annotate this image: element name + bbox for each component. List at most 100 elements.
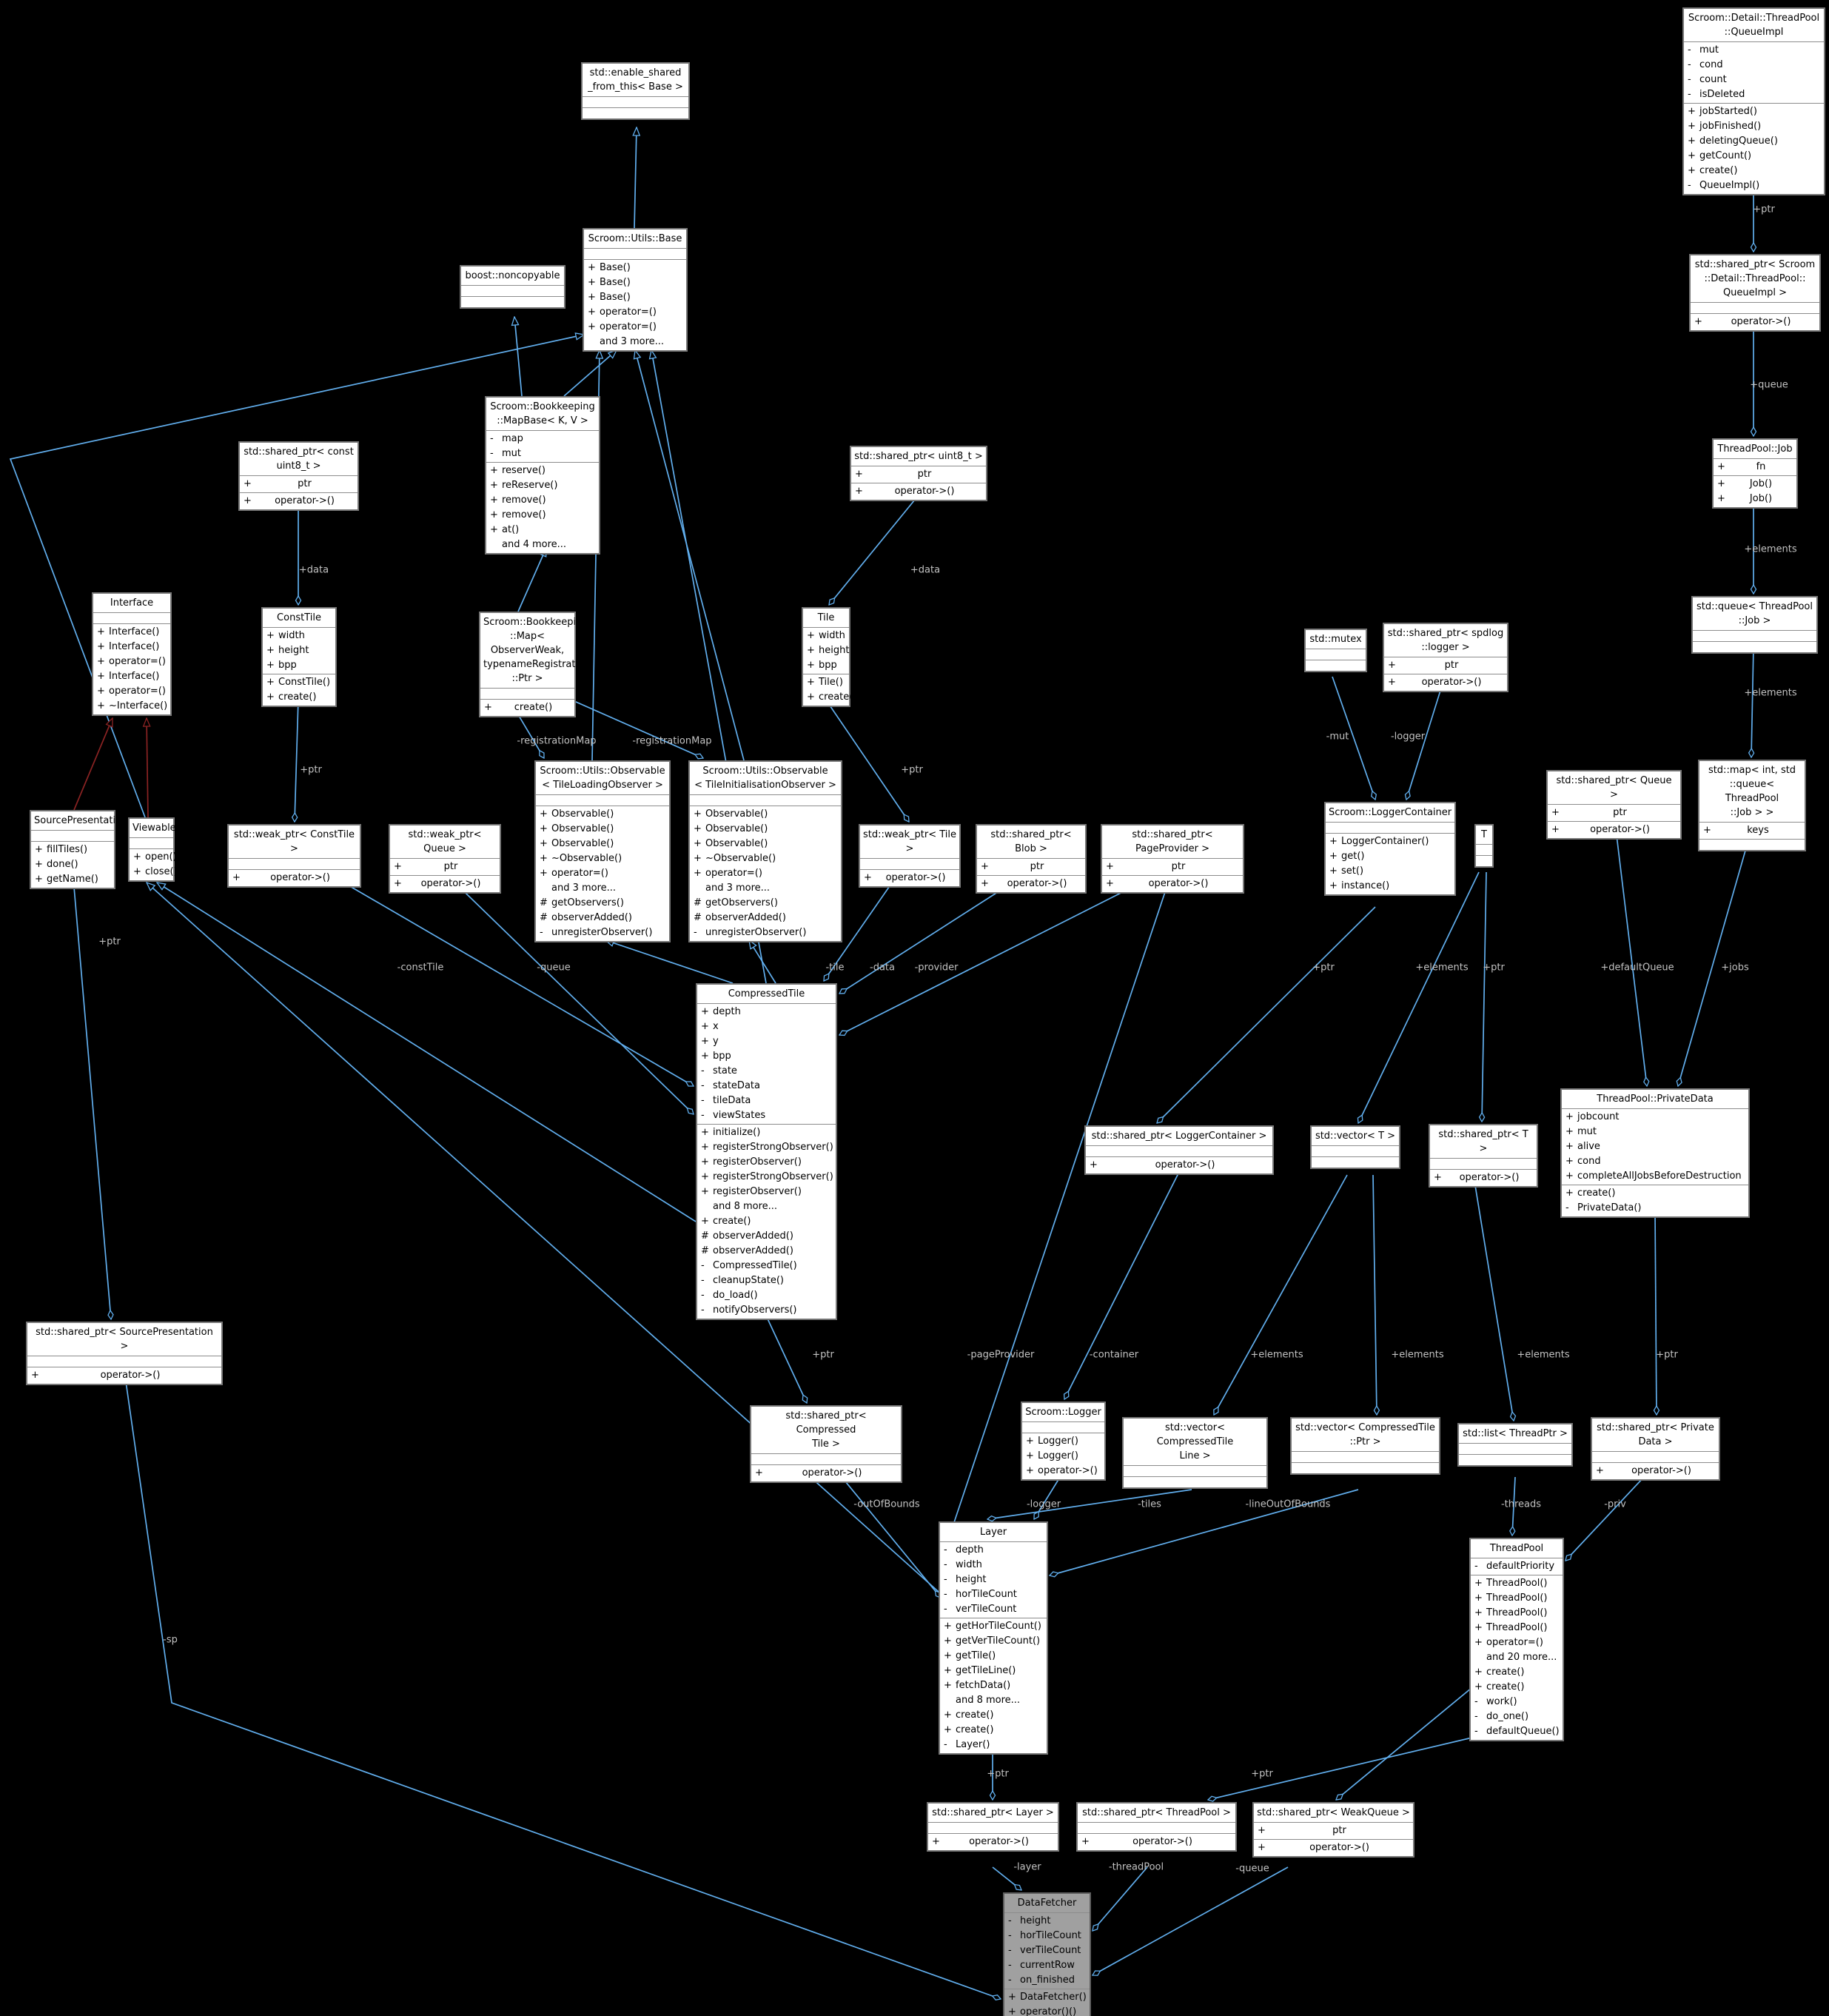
class-vec-ctptr[interactable]: std::vector< CompressedTile ::Ptr > xyxy=(1290,1417,1440,1475)
class-methods-compartment: +operator->() xyxy=(1254,1839,1413,1856)
class-sp-queueimpl[interactable]: std::shared_ptr< Scroom ::Detail::Thread… xyxy=(1689,254,1821,332)
aggregation-edge xyxy=(1093,1866,1289,1975)
method-row: +getVerTileCount() xyxy=(944,1635,1041,1647)
inheritance-edge xyxy=(563,350,617,397)
class-bk-map[interactable]: Scroom::Bookkeeping ::Map< ObserverWeak,… xyxy=(479,612,590,717)
class-title: Scroom::Utils::Base xyxy=(588,233,682,244)
attribute-row: +ptr xyxy=(1258,1825,1346,1836)
class-vector-t[interactable]: std::vector< T > xyxy=(1310,1125,1400,1169)
class-privatedata[interactable]: ThreadPool::PrivateData+jobcount+mut+ali… xyxy=(1560,1088,1750,1218)
class-sp-const-uint8[interactable]: std::shared_ptr< const uint8_t >+ptr+ope… xyxy=(238,441,359,511)
class-methods-compartment: +Logger()+Logger()+operator->() xyxy=(1022,1433,1104,1479)
class-sp-srcpres[interactable]: std::shared_ptr< SourcePresentation >+op… xyxy=(26,1322,223,1385)
class-sp-privatedata[interactable]: std::shared_ptr< Private Data >+operator… xyxy=(1591,1417,1720,1481)
class-base[interactable]: Scroom::Utils::Base+Base()+Base()+Base()… xyxy=(583,228,688,352)
class-attrs-compartment xyxy=(229,858,360,869)
class-sp-weakqueue[interactable]: std::shared_ptr< WeakQueue >+ptr+operato… xyxy=(1252,1802,1414,1858)
aggregation-edge xyxy=(1678,829,1752,1086)
class-title: std::shared_ptr< PageProvider > xyxy=(1132,829,1213,854)
class-mapbase[interactable]: Scroom::Bookkeeping ::MapBase< K, V >-ma… xyxy=(485,396,600,555)
class-title: std::shared_ptr< SourcePresentation > xyxy=(36,1327,213,1352)
class-interface[interactable]: Interface+Interface()+Interface()+operat… xyxy=(92,592,172,716)
class-wp-consttile[interactable]: std::weak_ptr< ConstTile >+operator->() xyxy=(227,824,361,888)
attribute-row: -cond xyxy=(1688,59,1723,70)
class-srcpres[interactable]: SourcePresentation+fillTiles()+done()+ge… xyxy=(30,810,127,889)
inheritance-edge xyxy=(147,718,148,818)
class-sp-queue[interactable]: std::shared_ptr< Queue >+ptr+operator->(… xyxy=(1546,770,1682,840)
attribute-row: -height xyxy=(1008,1915,1051,1926)
class-methods-compartment: +Observable()+Observable()+Observable()+… xyxy=(536,806,669,941)
class-methods-compartment: +operator->() xyxy=(977,875,1085,892)
attribute-row: +ptr xyxy=(1388,660,1459,671)
edge-label: +data xyxy=(298,564,329,576)
edge-label: -threadPool xyxy=(1108,1861,1164,1873)
class-t-box[interactable]: T xyxy=(1474,824,1494,868)
aggregation-edge xyxy=(1565,1464,1656,1561)
edge-label: +ptr xyxy=(1312,962,1335,974)
class-title: std::vector< CompressedTile Line > xyxy=(1156,1422,1234,1461)
class-wp-queue[interactable]: std::weak_ptr< Queue >+ptr+operator->() xyxy=(389,824,501,894)
method-row: +initialize() xyxy=(701,1127,761,1138)
class-logger[interactable]: Scroom::Logger+Logger()+Logger()+operato… xyxy=(1021,1402,1106,1481)
method-row: -do_one() xyxy=(1474,1711,1529,1722)
method-row: +operator()() xyxy=(1008,2006,1077,2016)
class-attrs-compartment xyxy=(860,858,959,869)
class-attrs-compartment: -depth-width-height-horTileCount-verTile… xyxy=(940,1541,1047,1618)
method-row: +Base() xyxy=(588,277,631,288)
class-queueimpl[interactable]: Scroom::Detail::ThreadPool ::QueueImpl-m… xyxy=(1682,7,1825,195)
class-sp-compressedtile[interactable]: std::shared_ptr< Compressed Tile >+opera… xyxy=(750,1405,902,1483)
attribute-row: +ptr xyxy=(981,861,1044,872)
class-title: std::vector< T > xyxy=(1315,1131,1396,1142)
class-layer[interactable]: Layer-depth-width-height-horTileCount-ve… xyxy=(939,1521,1048,1755)
method-row: -unregisterObserver() xyxy=(540,927,653,938)
class-methods-compartment: +operator->() xyxy=(1430,1169,1537,1186)
class-attrs-compartment xyxy=(1430,1158,1537,1169)
class-loggercontainer[interactable]: Scroom::LoggerContainer+LoggerContainer(… xyxy=(1324,802,1456,896)
class-methods-compartment xyxy=(1476,855,1492,866)
class-tile[interactable]: Tile+width+height+bpp+Tile()+create() xyxy=(802,607,856,707)
class-title: std::shared_ptr< Private Data > xyxy=(1597,1422,1714,1447)
class-methods-compartment: +operator->() xyxy=(860,869,959,886)
class-sp-blob[interactable]: std::shared_ptr< Blob >+ptr+operator->() xyxy=(976,824,1087,894)
class-consttile[interactable]: ConstTile+width+height+bpp+ConstTile()+c… xyxy=(261,607,337,707)
aggregation-edge xyxy=(443,871,694,1114)
class-datafetcher[interactable]: DataFetcher-height-horTileCount-verTileC… xyxy=(1003,1892,1091,2016)
class-threadpool[interactable]: ThreadPool-defaultPriority+ThreadPool()+… xyxy=(1469,1538,1564,1741)
class-title: std::shared_ptr< spdlog ::logger > xyxy=(1387,628,1504,653)
class-noncopyable[interactable]: boost::noncopyable xyxy=(460,265,566,309)
inheritance-edge xyxy=(73,718,113,811)
method-row: +reReserve() xyxy=(490,480,558,491)
class-sp-layer[interactable]: std::shared_ptr< Layer >+operator->() xyxy=(927,1802,1059,1852)
class-methods-compartment: +operator->() xyxy=(1691,313,1819,330)
class-obs-init[interactable]: Scroom::Utils::Observable < TileInitiali… xyxy=(688,760,842,942)
class-enable-shared[interactable]: std::enable_shared _from_this< Base > xyxy=(581,62,690,120)
class-vec-ctline[interactable]: std::vector< CompressedTile Line > xyxy=(1122,1417,1268,1489)
class-obs-loading[interactable]: Scroom::Utils::Observable < TileLoadingO… xyxy=(534,760,671,942)
class-attrs-compartment xyxy=(1592,1451,1719,1462)
class-viewable[interactable]: Viewable+open()+close() xyxy=(128,817,178,882)
class-title: Scroom::Detail::ThreadPool ::QueueImpl xyxy=(1688,13,1820,38)
class-sp-uint8[interactable]: std::shared_ptr< uint8_t >+ptr+operator-… xyxy=(850,446,987,501)
method-row: +Job() xyxy=(1717,493,1773,504)
class-attrs-compartment: +ptr xyxy=(851,466,986,483)
class-job[interactable]: ThreadPool::Job+fn+Job()+Job() xyxy=(1712,438,1798,509)
method-row: and 4 more... xyxy=(502,539,567,550)
edge-label: +elements xyxy=(1744,543,1797,555)
class-sp-t[interactable]: std::shared_ptr< T >+operator->() xyxy=(1429,1124,1538,1188)
class-sp-pageprovider[interactable]: std::shared_ptr< PageProvider >+ptr+oper… xyxy=(1101,824,1244,894)
method-row: +registerStrongObserver() xyxy=(701,1171,833,1182)
class-sp-loggercontainer[interactable]: std::shared_ptr< LoggerContainer >+opera… xyxy=(1084,1125,1274,1175)
inheritance-edge xyxy=(514,317,523,397)
method-row: +operator=() xyxy=(694,868,762,879)
class-list-threadptr[interactable]: std::list< ThreadPtr > xyxy=(1457,1423,1573,1467)
class-title: std::vector< CompressedTile ::Ptr > xyxy=(1295,1422,1435,1447)
class-queue-job[interactable]: std::queue< ThreadPool ::Job > xyxy=(1691,596,1818,654)
class-compressedtile[interactable]: CompressedTile+depth+x+y+bpp-state-state… xyxy=(696,983,837,1320)
class-wp-tile[interactable]: std::weak_ptr< Tile >+operator->() xyxy=(859,824,961,888)
class-mutex[interactable]: std::mutex xyxy=(1304,629,1367,672)
inheritance-edge xyxy=(157,883,697,1222)
class-map-queue[interactable]: std::map< int, std ::queue< ThreadPool :… xyxy=(1698,760,1806,851)
class-sp-threadpool[interactable]: std::shared_ptr< ThreadPool >+operator->… xyxy=(1076,1802,1237,1852)
method-row: +getCount() xyxy=(1688,150,1752,161)
class-sp-spdlog[interactable]: std::shared_ptr< spdlog ::logger >+ptr+o… xyxy=(1383,623,1508,692)
